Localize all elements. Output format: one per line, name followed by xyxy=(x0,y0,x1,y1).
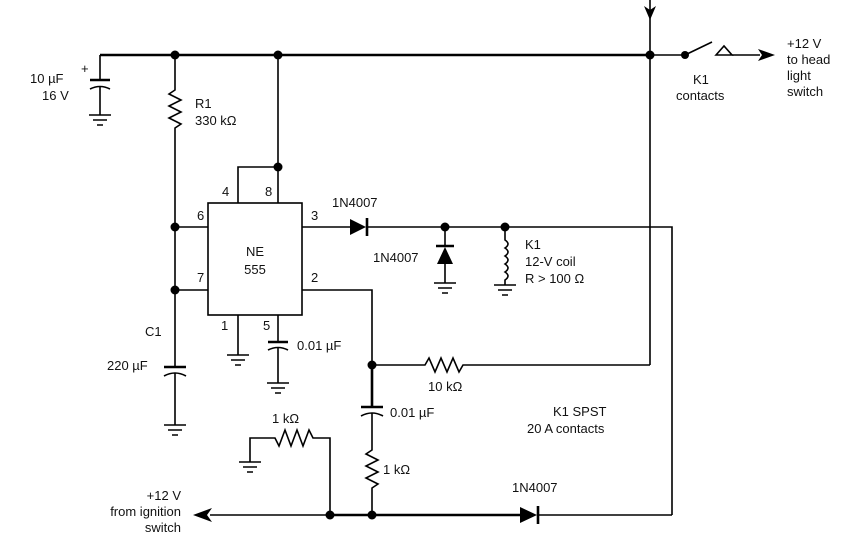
r1-ref: R1 xyxy=(195,96,212,111)
ic-name-line2: 555 xyxy=(244,262,266,277)
clamp-diode-label: 1N4007 xyxy=(373,250,419,265)
cap-plus-label: + xyxy=(81,61,89,76)
trigger-cap-value: 0.01 µF xyxy=(390,405,434,420)
pin6-label: 6 xyxy=(197,208,204,223)
input-line2: from ignition xyxy=(110,504,181,519)
pin5-capacitor xyxy=(267,315,289,394)
output-diode-label: 1N4007 xyxy=(332,195,378,210)
bottom-diode-label: 1N4007 xyxy=(512,480,558,495)
c1-value: 220 µF xyxy=(107,358,148,373)
relay-spec-line1: K1 SPST xyxy=(553,404,607,419)
junction xyxy=(645,50,655,60)
r1-value: 330 kΩ xyxy=(195,113,237,128)
output-line1: +12 V xyxy=(787,36,822,51)
contacts-ref: K1 xyxy=(693,72,709,87)
output-line2: to head xyxy=(787,52,830,67)
supply-capacitor xyxy=(89,55,111,126)
pin2-wire xyxy=(302,289,373,365)
bottom-diode xyxy=(520,506,540,524)
output-diode xyxy=(350,218,369,236)
trigger-capacitor xyxy=(360,365,384,515)
pin3-label: 3 xyxy=(311,208,318,223)
r-10k-value: 10 kΩ xyxy=(428,379,463,394)
r-1k-ground-resistor xyxy=(239,427,331,515)
relay-spec-line2: 20 A contacts xyxy=(527,421,605,436)
input-line3: switch xyxy=(145,520,181,535)
pin2-label: 2 xyxy=(311,270,318,285)
output-line3: light xyxy=(787,68,811,83)
c1-ref: C1 xyxy=(145,324,162,339)
relay-coil xyxy=(494,227,516,296)
pin1-label: 1 xyxy=(221,318,228,333)
c1-capacitor xyxy=(163,290,187,436)
r1-resistor xyxy=(167,55,183,227)
pin5-label: 5 xyxy=(263,318,270,333)
supply-cap-value: 10 µF xyxy=(30,71,64,86)
pin7-label: 7 xyxy=(197,270,204,285)
input-line1: +12 V xyxy=(147,488,182,503)
coil-ref: K1 xyxy=(525,237,541,252)
clamp-diode xyxy=(434,227,456,294)
junction xyxy=(325,510,335,520)
r-10k-resistor xyxy=(372,355,650,375)
junction xyxy=(273,162,283,172)
r-1k-ground-value: 1 kΩ xyxy=(272,411,299,426)
junction xyxy=(367,510,377,520)
coil-resistance: R > 100 Ω xyxy=(525,271,585,286)
coil-feed-wire xyxy=(367,226,673,515)
r-1k-series-value: 1 kΩ xyxy=(383,462,410,477)
ic-name-line1: NE xyxy=(246,244,264,259)
relay-contacts-switch xyxy=(681,41,775,61)
supply-cap-voltage: 16 V xyxy=(42,88,69,103)
pin4-wire xyxy=(237,166,278,203)
pin4-label: 4 xyxy=(222,184,229,199)
output-line4: switch xyxy=(787,84,823,99)
output-arrow-icon xyxy=(758,49,775,61)
input-arrow-icon xyxy=(193,508,212,522)
pin5-cap-value: 0.01 µF xyxy=(297,338,341,353)
down-arrow-icon xyxy=(644,6,656,20)
contacts-label: contacts xyxy=(676,88,725,103)
pin1-ground xyxy=(227,315,249,366)
coil-voltage: 12-V coil xyxy=(525,254,576,269)
pin8-label: 8 xyxy=(265,184,272,199)
ne555-ic xyxy=(207,202,303,316)
